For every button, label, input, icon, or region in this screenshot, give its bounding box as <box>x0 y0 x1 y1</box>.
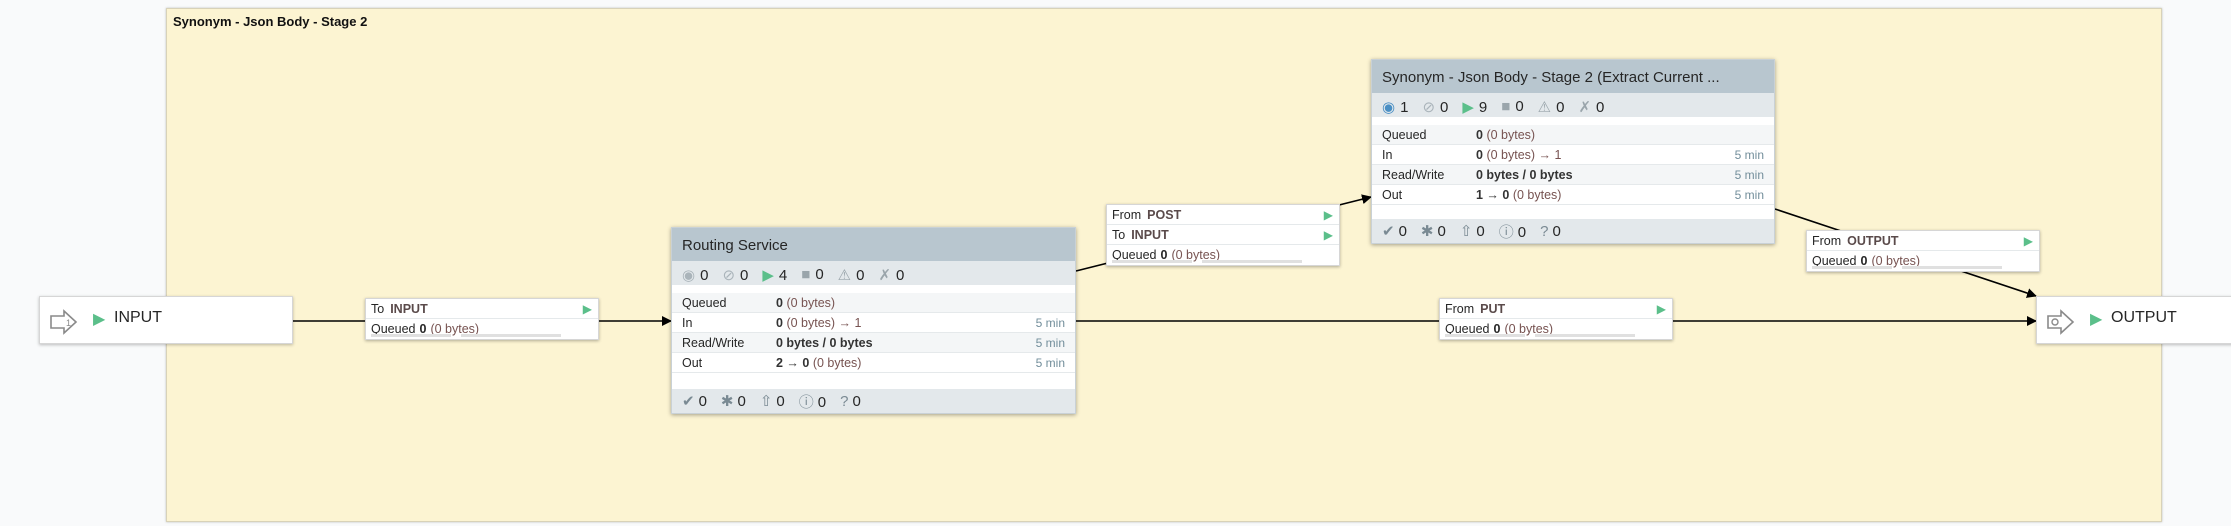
asterisk-icon: ✱0 <box>720 393 746 410</box>
queue-progress-bar <box>371 334 451 337</box>
play-icon: ▶ <box>582 302 592 316</box>
in-row: In 0 (0 bytes) → 1 5 min <box>672 313 1075 333</box>
running-icon: ▶4 <box>762 266 788 284</box>
question-icon: ?0 <box>1540 222 1561 240</box>
check-icon: ✔0 <box>1382 223 1407 240</box>
disabled-icon: ✗0 <box>1578 98 1605 116</box>
queued-row: Queued 0 (0 bytes) <box>672 293 1075 313</box>
disabled-icon: ✗0 <box>878 266 905 284</box>
input-port-name: INPUT <box>114 309 162 326</box>
connection-label-to-input[interactable]: To INPUT ▶ Queued 0 (0 bytes) <box>365 298 599 340</box>
not-transmitting-icon: ⊘0 <box>722 266 749 284</box>
queue-progress-bar <box>1445 334 1525 337</box>
in-row: In 0 (0 bytes) → 1 5 min <box>1372 145 1774 165</box>
connection-label-from-put[interactable]: From PUT ▶ Queued 0 (0 bytes) <box>1439 298 1673 340</box>
group-stats-bar: ◉0 ⊘0 ▶4 ■0 ⚠0 ✗0 <box>672 261 1075 285</box>
connection-queued-row: Queued 0 (0 bytes) <box>1107 245 1339 265</box>
invalid-icon: ⚠0 <box>837 266 865 284</box>
group-title: Synonym - Json Body - Stage 2 <box>173 14 368 29</box>
asterisk-icon: ✱0 <box>1420 223 1446 240</box>
connection-label-from-output[interactable]: From OUTPUT ▶ Queued 0 (0 bytes) <box>1806 230 2040 272</box>
connection-from-row: From PUT ▶ <box>1440 299 1672 319</box>
group-header-title[interactable]: Synonym - Json Body - Stage 2 (Extract C… <box>1372 60 1774 93</box>
play-icon: ▶ <box>1323 208 1333 222</box>
arrow-up-icon: ⇧0 <box>759 393 785 410</box>
stopped-icon: ■0 <box>801 266 824 283</box>
connection-from-row: From OUTPUT ▶ <box>1807 231 2039 251</box>
connection-to-row: To INPUT ▶ <box>1107 225 1339 245</box>
question-icon: ?0 <box>840 392 861 410</box>
output-port-name: OUTPUT <box>2111 309 2177 326</box>
stopped-icon: ■0 <box>1501 98 1524 115</box>
not-transmitting-icon: ⊘0 <box>1422 98 1449 116</box>
connection-queued-row: Queued 0 (0 bytes) <box>1440 319 1672 339</box>
queue-size-bar <box>461 334 561 337</box>
queue-size-bar <box>1202 260 1302 263</box>
input-port-icon: 1 <box>50 309 78 335</box>
group-header-title[interactable]: Routing Service <box>672 228 1075 261</box>
out-row: Out 2 → 0 (0 bytes) 5 min <box>672 353 1075 373</box>
arrow-up-icon: ⇧0 <box>1459 223 1485 240</box>
input-port[interactable]: 1 ▶ INPUT <box>39 296 293 344</box>
routing-service-group[interactable]: Routing Service ◉0 ⊘0 ▶4 ■0 ⚠0 ✗0 Queued… <box>671 227 1076 414</box>
connection-label-from-post[interactable]: From POST ▶ To INPUT ▶ Queued 0 (0 bytes… <box>1106 204 1340 266</box>
check-icon: ✔0 <box>682 393 707 410</box>
queue-size-bar <box>1535 334 1635 337</box>
group-stats-bar: ◉1 ⊘0 ▶9 ■0 ⚠0 ✗0 <box>1372 93 1774 117</box>
transmitting-icon: ◉1 <box>1382 98 1409 116</box>
connection-queued-row: Queued 0 (0 bytes) <box>366 319 598 339</box>
play-icon: ▶ <box>2090 311 2103 328</box>
play-icon: ▶ <box>2023 234 2033 248</box>
connection-from-row: From POST ▶ <box>1107 205 1339 225</box>
play-icon: ▶ <box>1656 302 1666 316</box>
svg-text:1: 1 <box>66 318 71 328</box>
running-icon: ▶9 <box>1462 98 1488 116</box>
queue-size-bar <box>1902 266 2002 269</box>
play-icon: ▶ <box>1323 228 1333 242</box>
stage2-extract-group[interactable]: Synonym - Json Body - Stage 2 (Extract C… <box>1371 59 1775 244</box>
out-row: Out 1 → 0 (0 bytes) 5 min <box>1372 185 1774 205</box>
play-icon: ▶ <box>93 311 106 328</box>
transmitting-icon: ◉0 <box>682 266 709 284</box>
read-write-row: Read/Write 0 bytes / 0 bytes 5 min <box>1372 165 1774 185</box>
connection-to-row: To INPUT ▶ <box>366 299 598 319</box>
output-port-icon <box>2047 309 2075 335</box>
queued-row: Queued 0 (0 bytes) <box>1372 125 1774 145</box>
output-port[interactable]: ▶ OUTPUT <box>2036 296 2231 344</box>
invalid-icon: ⚠0 <box>1537 98 1565 116</box>
connection-queued-row: Queued 0 (0 bytes) <box>1807 251 2039 271</box>
queue-progress-bar <box>1812 266 1892 269</box>
queue-progress-bar <box>1112 260 1192 263</box>
read-write-row: Read/Write 0 bytes / 0 bytes 5 min <box>672 333 1075 353</box>
